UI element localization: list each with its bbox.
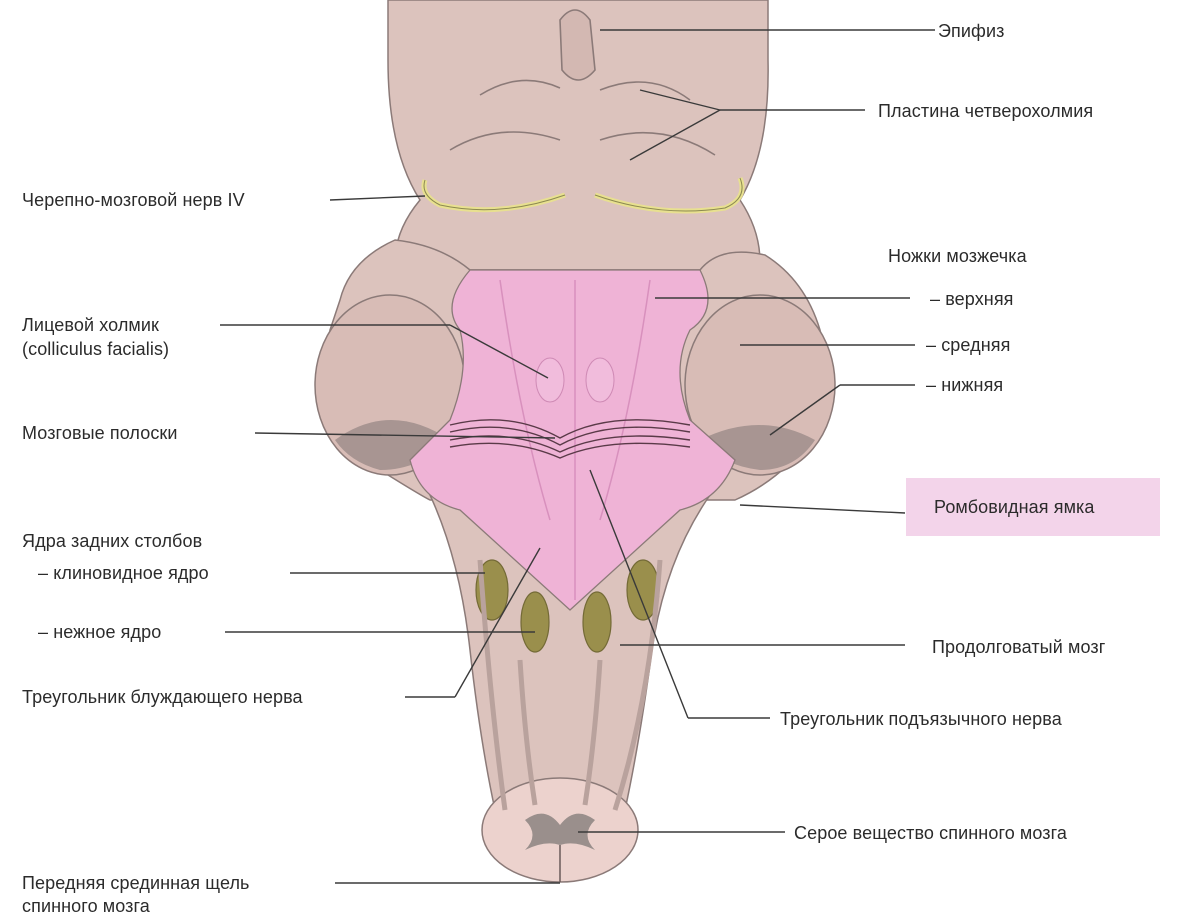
label-medulla-oblongata: Продолговатый мозг bbox=[932, 636, 1105, 658]
label-peduncle-middle: – средняя bbox=[926, 334, 1010, 356]
label-peduncle-superior: – верхняя bbox=[930, 288, 1014, 310]
label-gracile-nucleus: – нежное ядро bbox=[38, 621, 161, 643]
label-hypoglossal-triangle: Треугольник подъязычного нерва bbox=[780, 708, 1062, 730]
label-cuneate-nucleus: – клиновидное ядро bbox=[38, 562, 209, 584]
label-epiphysis: Эпифиз bbox=[938, 20, 1004, 42]
label-rhomboid-fossa: Ромбовидная ямка bbox=[934, 496, 1095, 518]
label-medullary-striae: Мозговые полоски bbox=[22, 422, 178, 444]
gracile-nucleus-left bbox=[521, 592, 549, 652]
label-cranial-nerve-iv: Черепно-мозговой нерв IV bbox=[22, 189, 245, 211]
label-facial-colliculus-latin: (colliculus facialis) bbox=[22, 338, 169, 360]
label-spinal-gray-matter: Серое вещество спинного мозга bbox=[794, 822, 1067, 844]
gracile-nucleus-right bbox=[583, 592, 611, 652]
label-peduncle-inferior: – нижняя bbox=[926, 374, 1003, 396]
label-anterior-median-fissure-line1: Передняя срединная щель bbox=[22, 872, 250, 894]
label-vagal-triangle: Треугольник блуждающего нерва bbox=[22, 686, 303, 708]
label-cerebellar-peduncles: Ножки мозжечка bbox=[888, 245, 1027, 267]
label-quadrigeminal-plate: Пластина четверохолмия bbox=[878, 100, 1093, 122]
label-facial-colliculus: Лицевой холмик bbox=[22, 314, 159, 336]
facial-colliculus-right bbox=[586, 358, 614, 402]
facial-colliculus-left bbox=[536, 358, 564, 402]
label-posterior-column-nuclei: Ядра задних столбов bbox=[22, 530, 202, 552]
label-anterior-median-fissure-line2: спинного мозга bbox=[22, 895, 150, 917]
